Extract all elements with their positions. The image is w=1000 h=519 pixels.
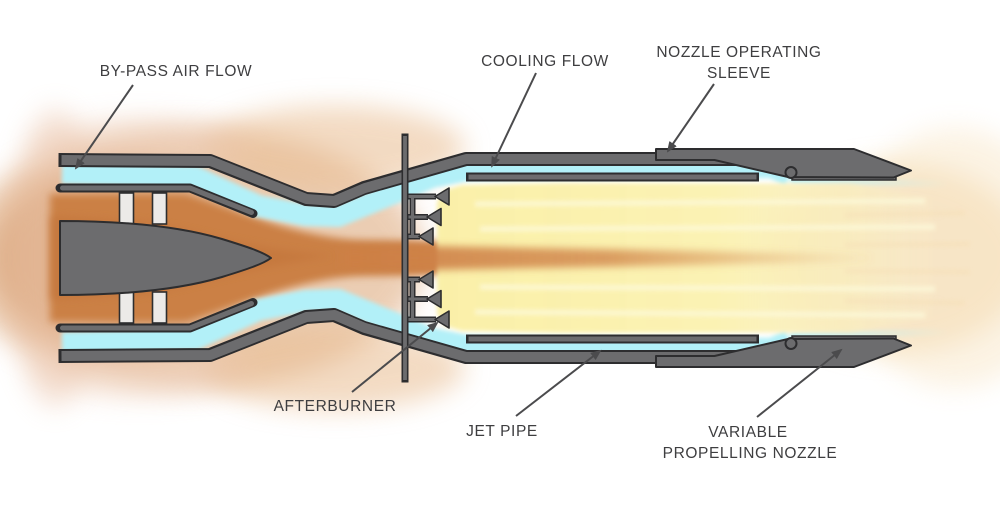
leader-nozzle-operating-sleeve [666, 83, 715, 153]
leader-cooling-flow [491, 72, 537, 168]
leader-variable-propelling-nozzle [756, 348, 843, 418]
label-variable-propelling-nozzle-line2: PROPELLING NOZZLE [663, 445, 838, 462]
strut [151, 192, 168, 225]
leader-bypass-air-flow [74, 84, 134, 170]
flame-streaks [474, 198, 936, 318]
label-jet-pipe: JET PIPE [466, 423, 538, 440]
label-variable-propelling-nozzle-line1: VARIABLE [708, 424, 787, 441]
label-nozzle-operating-sleeve-line1: NOZZLE OPERATING [656, 44, 821, 61]
label-cooling-flow: COOLING FLOW [481, 53, 609, 70]
strut [118, 291, 135, 324]
label-nozzle-operating-sleeve-line2: SLEEVE [707, 65, 771, 82]
turbine-exit-cone [59, 220, 272, 296]
label-afterburner: AFTERBURNER [274, 398, 397, 415]
leader-lines [74, 72, 843, 418]
flame-core-stripe [342, 246, 872, 270]
exhaust-plume-streaks [844, 210, 971, 306]
leader-jet-pipe [515, 349, 602, 417]
labels: BY-PASS AIR FLOW COOLING FLOW NOZZLE OPE… [100, 44, 838, 462]
leader-afterburner [351, 321, 439, 393]
strut [151, 291, 168, 324]
strut [118, 192, 135, 225]
label-bypass-air-flow: BY-PASS AIR FLOW [100, 63, 253, 80]
turbine-struts [118, 192, 168, 324]
